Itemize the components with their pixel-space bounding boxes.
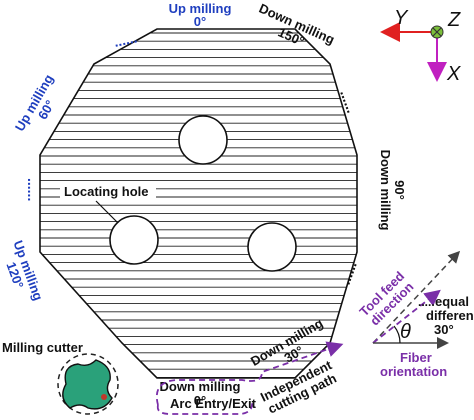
down-milling-90-angle: 90°	[392, 180, 407, 200]
locating-hole-leader	[95, 200, 119, 224]
arc-loop	[156, 399, 254, 415]
equal-difference-arrow	[372, 250, 461, 344]
independent-path-arrow	[155, 341, 344, 406]
arc-entry-exit-label: Arc Entry/Exit	[170, 396, 257, 411]
fiber-label-2: orientation	[380, 364, 447, 379]
down-milling-90-group: Down milling 90°	[378, 150, 407, 231]
x-axis-label: X	[446, 63, 461, 85]
z-cross-b	[432, 27, 442, 37]
cutter-flutes-icon	[62, 359, 113, 410]
tool-feed-group: Tool feed direction	[356, 268, 416, 328]
locating-hole-label: Locating hole	[64, 184, 149, 199]
up-milling-0-angle: 0°	[194, 14, 206, 29]
independent-path-group: Independent cutting path	[258, 357, 339, 417]
dots-right-upper: ......	[337, 88, 360, 115]
down-milling-150-group: Down milling 150°	[257, 1, 337, 49]
z-axis-label: Z	[447, 9, 461, 31]
dots-left: ......	[25, 178, 41, 201]
dots-top-left: ......	[112, 29, 138, 50]
theta-symbol: θ	[400, 321, 411, 343]
locating-hole-right	[247, 222, 297, 272]
up-milling-60-group: Up milling 60°	[12, 72, 58, 134]
down-milling-0-label: Down milling	[160, 379, 241, 394]
theta-arc	[393, 325, 401, 344]
milling-cutter: Milling cutter	[2, 340, 119, 415]
workpiece-outline	[39, 28, 358, 379]
up-milling-120-group: Up milling 120°	[3, 238, 46, 302]
milling-cutter-label: Milling cutter	[2, 340, 83, 355]
down-milling-90-label: Down milling	[378, 150, 393, 231]
tool-feed-arrow	[372, 289, 441, 344]
coordinate-system: Y Z X	[380, 7, 461, 85]
locating-hole-label-bg	[60, 182, 156, 200]
difference-angle: 30°	[434, 322, 454, 337]
dots-equal: .....	[418, 295, 435, 309]
down-milling-0-angle: 0°	[194, 393, 206, 408]
difference-label: difference	[426, 308, 474, 323]
y-axis-label: Y	[394, 7, 409, 29]
cutter-marker	[101, 394, 107, 400]
dots-right-lower: ......	[344, 262, 367, 289]
up-milling-0-label: Up milling	[169, 1, 232, 16]
locating-hole-top	[178, 115, 228, 165]
fiber-label: Fiber	[400, 350, 432, 365]
equal-label: equal	[435, 294, 469, 309]
locating-hole-left	[109, 215, 159, 265]
orientation-inset: θ Tool feed direction ..... equal differ…	[356, 250, 474, 379]
